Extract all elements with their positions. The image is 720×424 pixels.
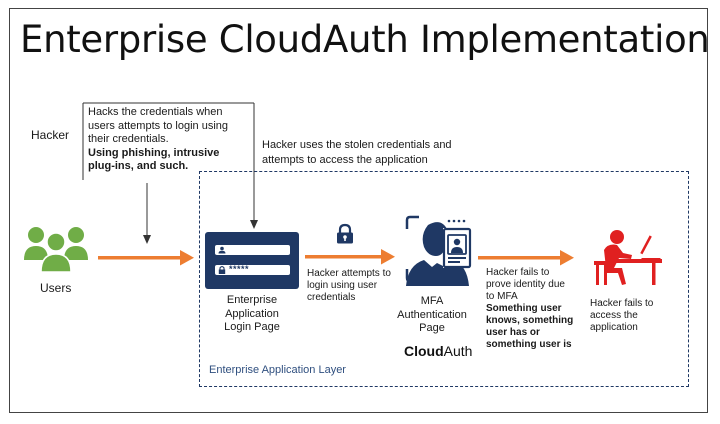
mfa-failure-note: Hacker fails to prove identity due to MF… <box>486 267 573 351</box>
cloudauth-logo: CloudAuth <box>404 343 472 359</box>
hack-note-line: their credentials. <box>88 133 169 145</box>
frustrated-hacker-icon <box>594 230 662 285</box>
password-mask: ***** <box>229 264 250 274</box>
fails-prove-line: prove identity due <box>486 279 565 290</box>
fails-prove-bold: user has or <box>486 327 540 338</box>
login-page-label-line: Application <box>225 307 279 320</box>
mfa-page-label-line: Page <box>419 322 445 334</box>
hacker-label: Hacker <box>31 128 70 142</box>
fails-prove-line: Hacker fails to <box>486 267 550 278</box>
fails-access-line: application <box>590 322 638 333</box>
stolen-note-line: attempts to access the application <box>262 153 428 166</box>
attempt-note-line: Hacker attempts to <box>307 268 391 279</box>
enterprise-application-layer-box <box>199 171 689 387</box>
arrow-login-to-mfa <box>305 255 383 259</box>
attempt-note-line: login using user <box>307 280 378 291</box>
fails-prove-bold: Something user <box>486 303 562 314</box>
mfa-page-label-line: MFA <box>420 295 444 307</box>
arrow-users-to-login <box>98 256 182 260</box>
fails-access-line: access the <box>590 310 638 321</box>
users-label: Users <box>40 281 72 295</box>
hack-note-bold: Using phishing, intrusive <box>88 146 220 159</box>
fails-prove-bold: knows, something <box>486 315 574 326</box>
fails-access-line: Hacker fails to <box>590 298 654 309</box>
diagram-title: Enterprise CloudAuth Implementation <box>20 18 710 61</box>
face-id-icon <box>405 215 472 286</box>
stolen-note-line: Hacker uses the stolen credentials and <box>262 139 452 151</box>
hack-note-line: Hacks the credentials when <box>88 106 223 118</box>
layer-label: Enterprise Application Layer <box>209 364 346 376</box>
login-page-label: Enterprise Application Login Page <box>205 294 299 335</box>
attempt-note-line: credentials <box>307 292 356 303</box>
arrow-mfa-to-hacker <box>478 256 562 260</box>
lock-icon <box>337 223 353 244</box>
mfa-page-label-line: Authentication <box>397 308 467 321</box>
fails-prove-bold: something user is <box>486 339 572 350</box>
hacker-fails-access-note: Hacker fails to access the application <box>590 298 653 334</box>
stolen-credentials-note: Hacker uses the stolen credentials and a… <box>262 138 452 167</box>
hack-note-bold: plug-ins, and such. <box>88 160 189 172</box>
login-page-icon <box>205 232 299 289</box>
mfa-page-label: MFA Authentication Page <box>382 295 482 336</box>
cloudauth-logo-bold: Cloud <box>404 343 444 359</box>
fails-prove-line: to MFA <box>486 291 518 302</box>
login-page-label-line: Login Page <box>224 321 280 333</box>
cloudauth-logo-regular: Auth <box>443 343 473 359</box>
login-attempt-note: Hacker attempts to login using user cred… <box>307 268 391 304</box>
diagram-frame <box>9 8 708 413</box>
login-page-label-line: Enterprise <box>226 294 278 306</box>
hack-note-line: users attempts to login using <box>88 119 229 132</box>
hack-note: Hacks the credentials when users attempt… <box>88 106 228 174</box>
users-icon <box>24 227 88 273</box>
